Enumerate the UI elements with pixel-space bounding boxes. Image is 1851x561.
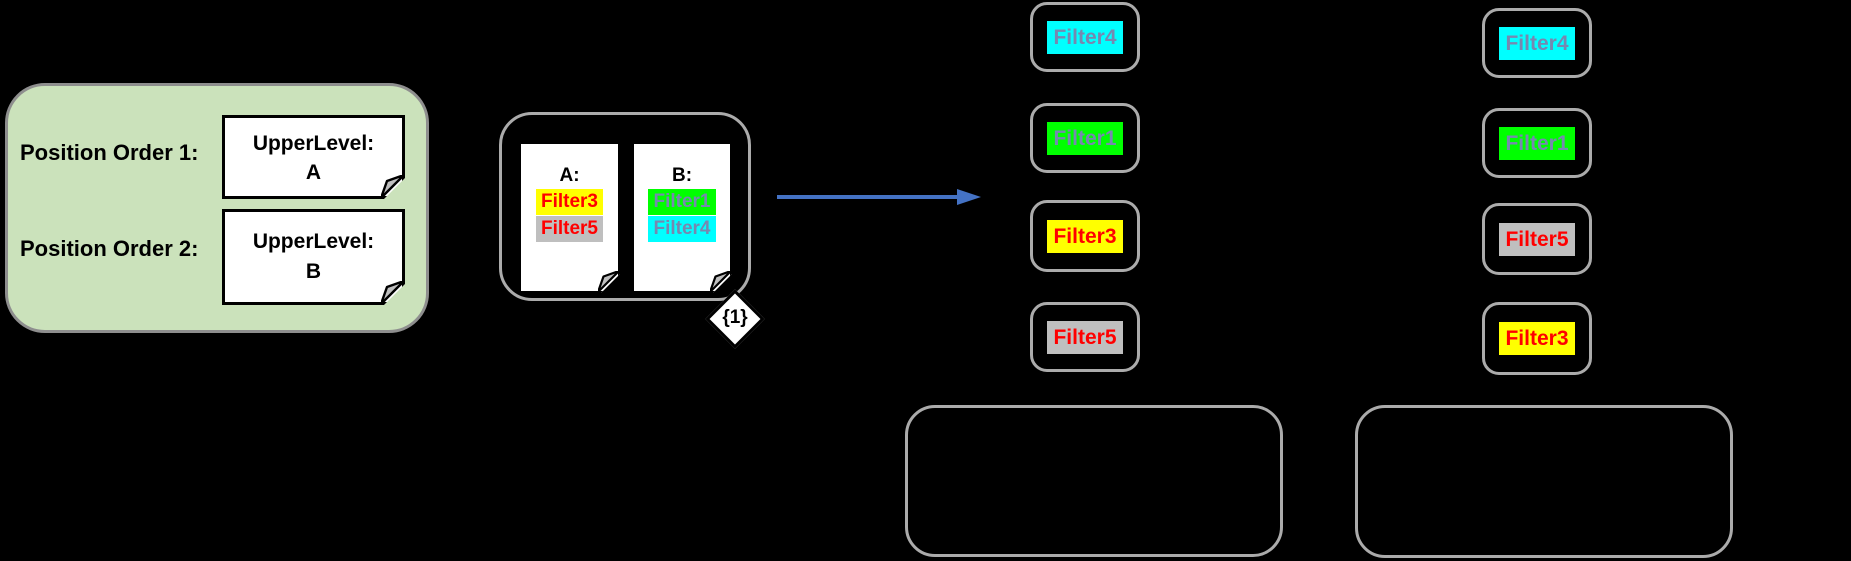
filter-chip-filter4: Filter4 xyxy=(1499,26,1575,60)
empty-group-box-2 xyxy=(1355,405,1733,558)
filter-node-filter3: Filter3 xyxy=(1030,200,1140,272)
position-order-1-label: Position Order 1: xyxy=(20,140,199,165)
note-title: B: xyxy=(671,165,693,186)
filter-chip-filter1: Filter1 xyxy=(1499,126,1575,160)
filter-node-filter5: Filter5 xyxy=(1030,302,1140,372)
folded-corner-icon xyxy=(381,175,405,199)
filter-node-filter1: Filter1 xyxy=(1482,108,1592,178)
filter-node-filter4: Filter4 xyxy=(1030,2,1140,72)
filter-node-filter1: Filter1 xyxy=(1030,103,1140,173)
position-order-2-label: Position Order 2: xyxy=(20,236,199,261)
filter-chip-filter1: Filter1 xyxy=(648,189,715,215)
note-title: A: xyxy=(559,165,580,186)
filter-node-filter4: Filter4 xyxy=(1482,8,1592,78)
folded-corner-icon xyxy=(598,271,620,293)
folded-corner-icon xyxy=(381,281,405,305)
upperlevel-note-b: UpperLevel: B xyxy=(222,209,405,305)
note-line: UpperLevel: xyxy=(252,132,375,155)
empty-group-box-1 xyxy=(905,405,1283,557)
filter-chip-filter4: Filter4 xyxy=(1047,20,1123,54)
filter-chip-filter4: Filter4 xyxy=(648,216,715,242)
note-line: UpperLevel: xyxy=(252,230,375,253)
note-line: A xyxy=(305,161,322,184)
filter-chip-filter5: Filter5 xyxy=(1499,222,1575,256)
filter-chip-filter1: Filter1 xyxy=(1047,121,1123,155)
flow-arrow-icon xyxy=(777,189,981,205)
filter-node-filter3: Filter3 xyxy=(1482,302,1592,375)
cardinality-badge: {1} xyxy=(722,307,748,328)
filter-chip-filter3: Filter3 xyxy=(1499,322,1575,355)
source-group-box: A: Filter3 Filter5 B: Filter1 Filter4 xyxy=(499,112,751,301)
position-orders-panel: Position Order 1: UpperLevel: A Position… xyxy=(5,83,429,333)
filter-chip-filter3: Filter3 xyxy=(1047,219,1123,253)
document-note-b: B: Filter1 Filter4 xyxy=(632,142,732,293)
filter-chip-filter5: Filter5 xyxy=(536,216,603,242)
filter-chip-filter3: Filter3 xyxy=(536,189,603,215)
document-note-a: A: Filter3 Filter5 xyxy=(519,142,620,293)
filter-chip-filter5: Filter5 xyxy=(1047,320,1123,354)
filter-node-filter5: Filter5 xyxy=(1482,203,1592,275)
upperlevel-note-a: UpperLevel: A xyxy=(222,115,405,199)
note-line: B xyxy=(305,260,322,283)
folded-corner-icon xyxy=(710,271,732,293)
